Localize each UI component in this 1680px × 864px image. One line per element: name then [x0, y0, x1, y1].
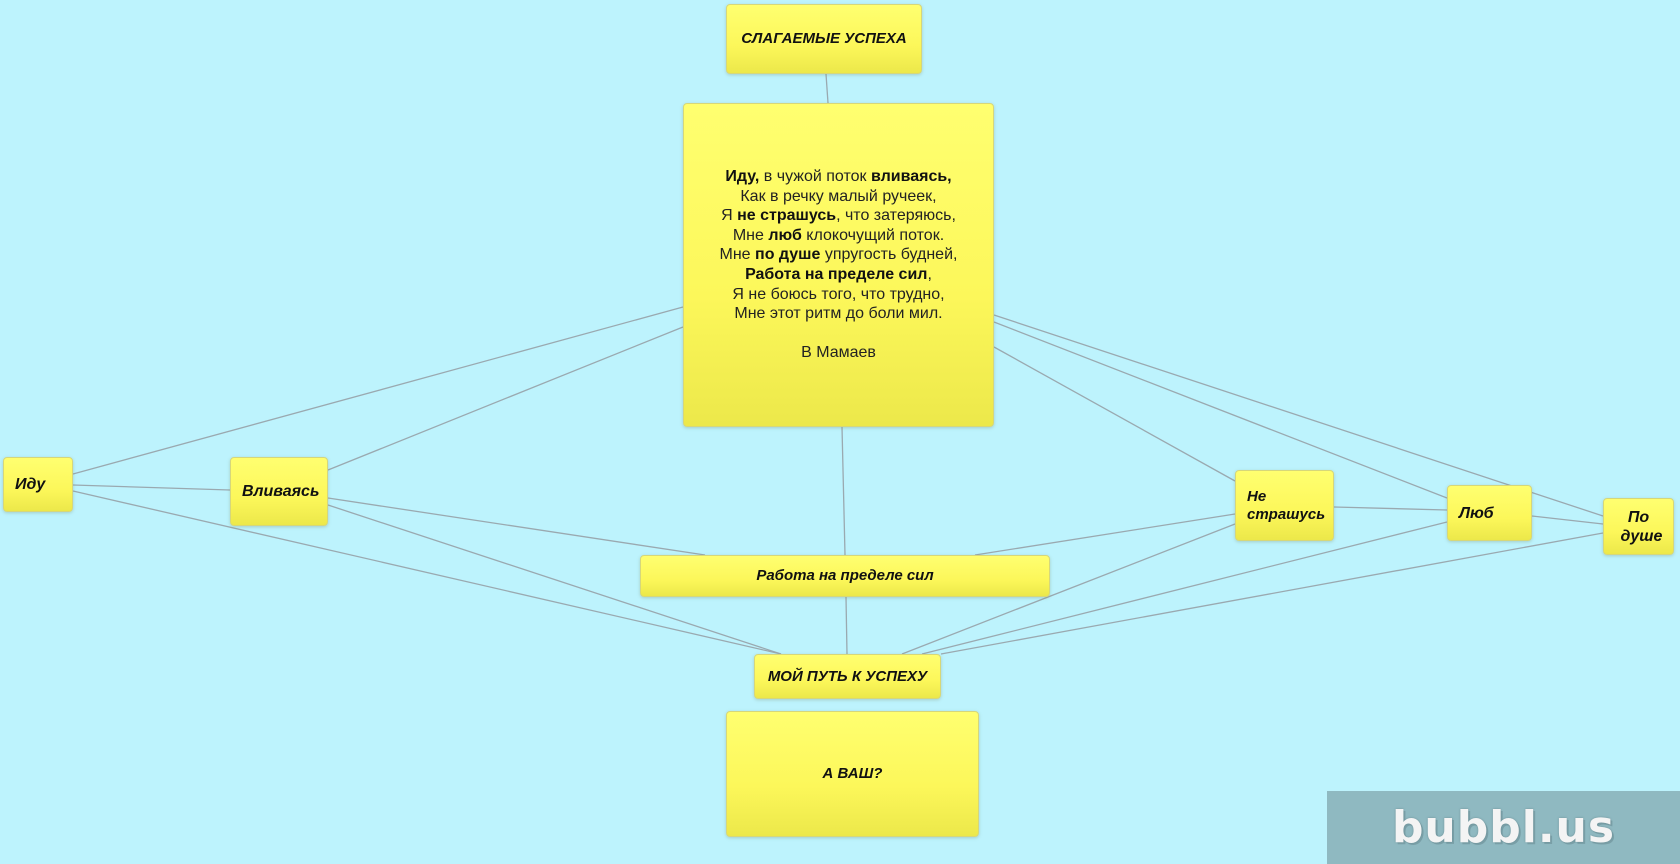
poem-keyword: Иду,	[725, 168, 760, 186]
poem-text-segment: упругость будней,	[820, 246, 958, 264]
keyword-node-vlivayas[interactable]: Вливаясь	[230, 457, 328, 526]
question-node[interactable]: А ВАШ?	[726, 711, 979, 837]
poem-keyword: по душе	[755, 246, 821, 264]
link-vlivayas-path	[327, 504, 782, 655]
keyword-node-idu[interactable]: Иду	[3, 457, 73, 512]
keyword-node-vlivayas-label: Вливаясь	[242, 483, 320, 500]
path-node[interactable]: МОЙ ПУТЬ К УСПЕХУ	[754, 654, 941, 699]
poem-text-segment: Я не боюсь того, что трудно,	[732, 285, 945, 303]
link-poem-vlivayas	[327, 326, 684, 471]
bubbl-us-logo[interactable]: bubbl.us	[1327, 791, 1680, 864]
link-idu-path	[72, 490, 782, 655]
link-lyub-po-dushe	[1531, 515, 1604, 525]
poem-line: Мне по душе упругость будней,	[720, 245, 958, 265]
poem-author: В Мамаев	[801, 344, 876, 362]
poem-line: Работа на пределе сил,	[720, 265, 958, 285]
title-node-label: СЛАГАЕМЫЕ УСПЕХА	[741, 30, 907, 47]
poem-keyword: Работа на пределе сил	[745, 266, 928, 283]
link-poem-rabota	[841, 426, 846, 556]
poem-line: Мне этот ритм до боли мил.	[720, 304, 958, 324]
link-poem-po-dushe	[993, 314, 1604, 517]
link-poem-idu	[72, 306, 684, 475]
link-vlivayas-rabota	[327, 497, 706, 556]
poem-node[interactable]: Иду, в чужой поток вливаясь,Как в речку …	[683, 103, 994, 427]
link-poem-ne-strashus	[993, 346, 1236, 482]
keyword-node-po-dushe-label: По душе	[1620, 508, 1663, 545]
keyword-node-rabota-label: Работа на пределе сил	[756, 567, 934, 584]
link-po-dushe-path	[940, 532, 1604, 655]
link-rabota-path	[845, 596, 848, 655]
keyword-node-ne-strashus-label: Не страшусь	[1247, 487, 1326, 523]
keyword-node-rabota[interactable]: Работа на пределе сил	[640, 555, 1050, 597]
keyword-node-idu-label: Иду	[15, 476, 46, 493]
link-idu-vlivayas	[72, 484, 231, 491]
poem-text-segment: в чужой поток	[759, 168, 871, 186]
link-ne-strashus-lyub	[1333, 506, 1448, 511]
keyword-node-po-dushe[interactable]: По душе	[1603, 498, 1674, 555]
poem-text-segment: Мне	[732, 226, 769, 244]
path-node-label: МОЙ ПУТЬ К УСПЕХУ	[767, 667, 928, 685]
link-poem-lyub	[993, 321, 1448, 499]
poem-keyword: люб	[768, 226, 802, 244]
keyword-node-ne-strashus[interactable]: Не страшусь	[1235, 470, 1334, 541]
link-ne-strashus-path	[901, 523, 1236, 655]
poem-text: Иду, в чужой поток вливаясь,Как в речку …	[720, 167, 958, 363]
poem-text-segment: Мне	[719, 246, 756, 264]
bubbl-us-logo-text: bubbl.us	[1391, 802, 1616, 853]
poem-text-segment: , что затеряюсь,	[836, 207, 956, 225]
link-title-poem	[825, 73, 829, 104]
link-lyub-path	[921, 521, 1448, 655]
poem-line: Иду, в чужой поток вливаясь,	[720, 167, 958, 187]
keyword-node-lyub[interactable]: Люб	[1447, 485, 1532, 541]
poem-text-segment: Как в речку малый ручеек,	[740, 187, 937, 205]
poem-keyword: вливаясь,	[870, 168, 952, 186]
question-node-label: А ВАШ?	[822, 765, 883, 782]
poem-line: Мне люб клокочущий поток.	[720, 226, 958, 246]
poem-line: Я не боюсь того, что трудно,	[720, 285, 958, 305]
poem-line: Как в речку малый ручеек,	[720, 187, 958, 207]
poem-keyword: не страшусь	[737, 207, 837, 225]
poem-text-segment: ,	[927, 266, 932, 283]
poem-line: Я не страшусь, что затеряюсь,	[720, 206, 958, 226]
title-node[interactable]: СЛАГАЕМЫЕ УСПЕХА	[726, 4, 922, 74]
poem-text-segment: Мне этот ритм до боли мил.	[734, 305, 943, 323]
link-ne-strashus-rabota	[974, 513, 1236, 556]
poem-text-segment: клокочущий поток.	[801, 226, 945, 244]
poem-text-segment: Я	[721, 207, 738, 225]
keyword-node-lyub-label: Люб	[1459, 504, 1494, 522]
